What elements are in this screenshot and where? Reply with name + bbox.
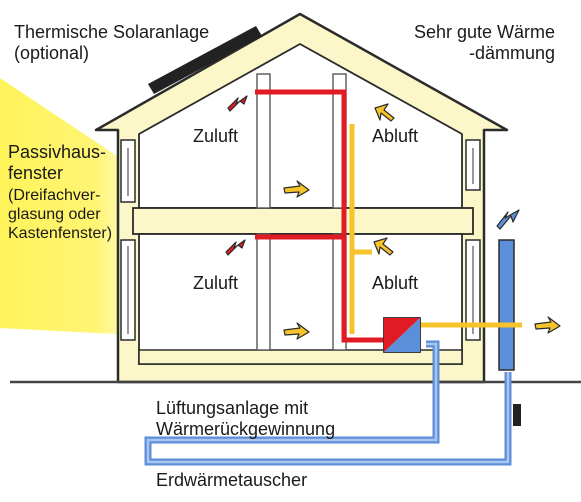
left-windows bbox=[120, 139, 136, 341]
window-label-line5: Kastenfenster) bbox=[8, 225, 113, 242]
window-label: Passivhaus- fenster bbox=[8, 142, 106, 184]
ventilation-label-line1: Lüftungsanlage mit bbox=[156, 398, 309, 418]
air-flow-arrow-lower bbox=[283, 322, 310, 340]
exhaust-arrow-top bbox=[374, 103, 395, 122]
air-flow-arrow-upper bbox=[283, 180, 310, 198]
ground-heat-label: Erdwärmetauscher bbox=[156, 470, 308, 490]
insulation-label: Sehr gute Wärme -dämmung bbox=[395, 22, 555, 64]
exhaust-duct bbox=[349, 124, 522, 334]
supply-air-top-label: Zuluft bbox=[193, 126, 239, 146]
upper-floor-slab bbox=[132, 207, 474, 235]
window-label-line1: Passivhaus- bbox=[8, 142, 107, 162]
window-detail-label: (Dreifachver- glasung oder Kastenfenster… bbox=[8, 186, 112, 243]
fresh-air-intake-tube bbox=[498, 239, 515, 371]
exhaust-air-top-label: Abluft bbox=[372, 126, 419, 146]
supply-duct bbox=[255, 89, 384, 343]
exhaust-arrow-bottom bbox=[373, 237, 394, 256]
ground-floor-slab bbox=[138, 349, 463, 365]
window-label-line3: (Dreifachver- bbox=[8, 187, 101, 204]
right-windows bbox=[465, 139, 481, 341]
ventilation-label: Lüftungsanlage mit Wärmerückgewinnung bbox=[156, 398, 335, 440]
heat-recovery-unit bbox=[383, 317, 421, 353]
solar-label-line2: (optional) bbox=[14, 43, 90, 63]
window-label-line4: glasung oder bbox=[8, 206, 101, 223]
exhaust-air-bottom-label: Abluft bbox=[372, 273, 419, 293]
sunlight-beam bbox=[0, 78, 135, 335]
solar-label-line1: Thermische Solaranlage bbox=[14, 22, 210, 42]
supply-air-bottom-label: Zuluft bbox=[193, 273, 239, 293]
insulation-label-line2: -dämmung bbox=[468, 43, 555, 63]
solar-panel bbox=[148, 26, 262, 94]
supply-arrow-bottom bbox=[225, 239, 246, 256]
outgoing-air-arrow bbox=[534, 316, 561, 334]
intake-filter bbox=[513, 404, 521, 426]
ventilation-label-line2: Wärmerückgewinnung bbox=[156, 419, 336, 439]
fresh-air-inlet-arrow bbox=[496, 209, 520, 230]
insulation-label-line1: Sehr gute Wärme bbox=[413, 22, 555, 42]
solar-label: Thermische Solaranlage (optional) bbox=[14, 22, 209, 64]
window-label-line2: fenster bbox=[8, 163, 64, 183]
supply-arrow-top bbox=[227, 95, 248, 112]
